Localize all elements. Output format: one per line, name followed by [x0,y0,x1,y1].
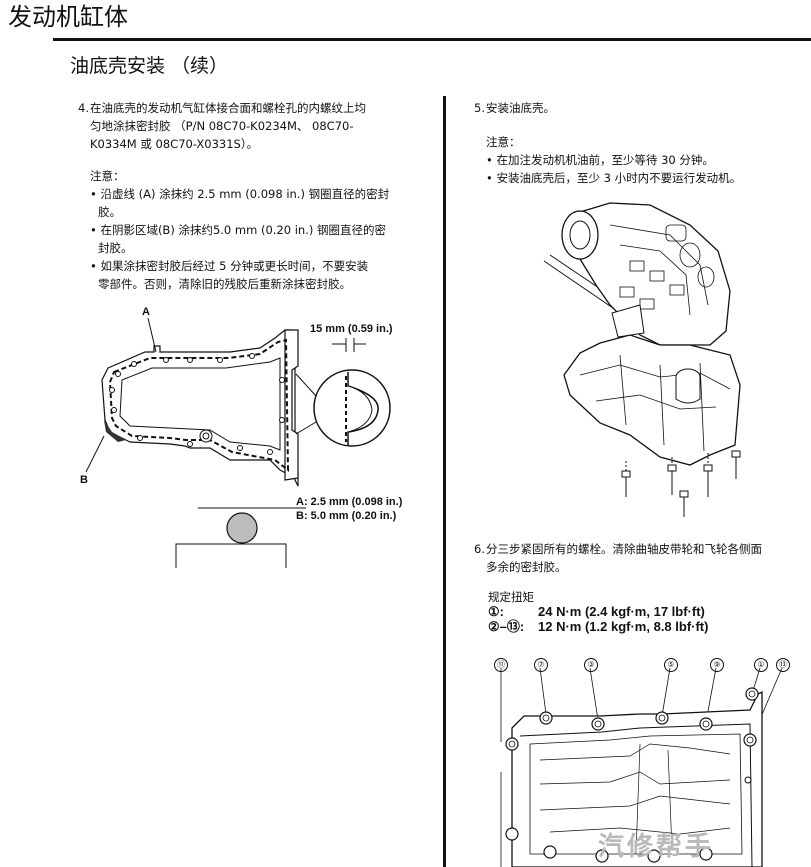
step4-number: 4. [78,101,89,115]
step5-bullet-1: • 在加注发动机机油前，至少等待 30 分钟。 [486,153,714,167]
bolt-label-9: ⑨ [710,658,724,672]
step4-line-1: 在油底壳的发动机气缸体接合面和螺栓孔的内螺纹上均 [90,101,366,115]
title-rule [53,38,811,41]
step6-text: 6.分三步紧固所有的螺栓。清除曲轴皮带轮和飞轮各侧面 多余的密封胶。 [474,540,811,576]
bead-size-a: A: 2.5 mm (0.098 in.) [296,496,403,508]
step4-bullet-3: • 如果涂抹密封胶后经过 5 分钟或更长时间，不要安装 [90,259,369,273]
step5-note-label: 注意： [486,135,521,149]
torque-row-1: ①: 24 N·m (2.4 kgf·m, 17 lbf·ft) [488,604,705,619]
watermark-logo: 汽修帮手 [598,832,715,862]
section-subtitle: 油底壳安装 （续） [70,55,229,77]
step6-number: 6. [474,542,485,556]
torque-id-2: ②–⑬: [488,619,525,634]
step5-line: 安装油底壳。 [486,101,555,115]
bolt-sequence-diagram [500,667,783,867]
torque-row-2: ②–⑬: 12 N·m (1.2 kgf·m, 8.8 lbf·ft) [488,619,708,634]
bolt-label-5: ⑤ [664,658,678,672]
label-b: B [80,474,88,486]
step5-number: 5. [474,101,485,115]
bolt-label-13: ⑬ [776,658,790,672]
sealant-diagram [85,317,391,568]
label-a: A [142,306,150,318]
step5-text: 5.安装油底壳。 注意： • 在加注发动机机油前，至少等待 30 分钟。 • 安… [474,99,811,187]
torque-id-1: ①: [488,604,504,619]
step4-bullet-1-cont: 胶。 [98,205,121,219]
torque-title: 规定扭矩 [488,590,534,604]
step5-bullet-2: • 安装油底壳后，至少 3 小时内不要运行发动机。 [486,171,742,185]
bolt-label-7: ⑦ [534,658,548,672]
step4-line-3: K0334M 或 08C70-X0331S）。 [90,137,259,151]
step6-line-2: 多余的密封胶。 [486,560,567,574]
engine-oil-pan-illustration [543,202,741,517]
dimension-15mm: 15 mm (0.59 in.) [310,323,393,335]
torque-value-1: 24 N·m (2.4 kgf·m, 17 lbf·ft) [538,604,705,619]
step4-line-2: 匀地涂抹密封胶 （P/N 08C70-K0234M、 08C70- [90,119,354,133]
step4-bullet-2-cont: 封胶。 [98,241,133,255]
page-title: 发动机缸体 [8,3,128,31]
bead-size-b: B: 5.0 mm (0.20 in.) [296,510,397,522]
column-divider [443,96,446,867]
step6-line-1: 分三步紧固所有的螺栓。清除曲轴皮带轮和飞轮各侧面 [486,542,762,556]
bolt-label-1: ① [754,658,768,672]
step4-bullet-2: • 在阴影区域(B) 涂抹约5.0 mm (0.20 in.) 钢圈直径的密 [90,223,386,237]
step4-text: 4.在油底壳的发动机气缸体接合面和螺栓孔的内螺纹上均 匀地涂抹密封胶 （P/N … [78,99,440,293]
torque-value-2: 12 N·m (1.2 kgf·m, 8.8 lbf·ft) [538,619,709,634]
bolt-label-3: ③ [584,658,598,672]
step4-bullet-1: • 沿虚线 (A) 涂抹约 2.5 mm (0.098 in.) 钢圈直径的密封 [90,187,390,201]
step4-note-label: 注意： [90,169,125,183]
step4-bullet-3-cont: 零部件。否则，清除旧的残胶后重新涂抹密封胶。 [98,277,351,291]
